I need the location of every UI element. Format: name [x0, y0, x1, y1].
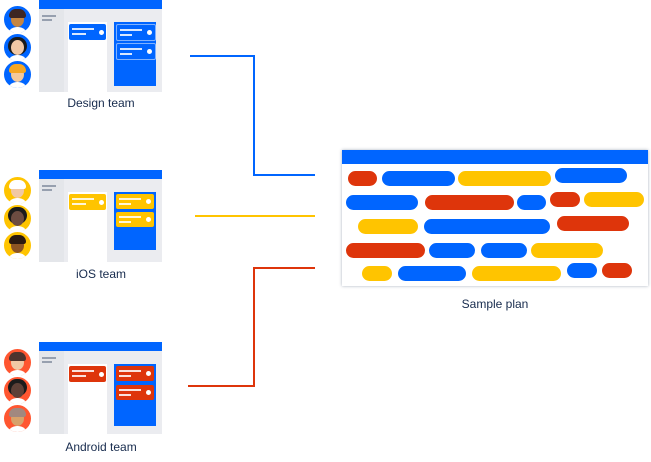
ios-board [39, 170, 162, 262]
board-sidebar [39, 9, 64, 92]
avatar [2, 375, 33, 406]
android-connector [188, 267, 315, 387]
plan-bar [398, 266, 466, 281]
team-design: Design team [0, 0, 170, 120]
board-sidebar [39, 179, 64, 262]
team-label-ios: iOS team [75, 267, 126, 281]
plan-header [342, 150, 648, 164]
plan-label: Sample plan [461, 297, 529, 311]
plan-bar [425, 195, 514, 210]
avatar [2, 59, 33, 90]
board-header [39, 342, 162, 351]
plan-bar [602, 263, 632, 278]
plan-bar [362, 266, 392, 281]
board-card [116, 194, 154, 209]
plan-bar [346, 243, 425, 258]
plan-bar [550, 192, 580, 207]
team-android: Android team [0, 342, 170, 462]
plan-bar [567, 263, 597, 278]
plan-bar [348, 171, 377, 186]
board-sidebar [39, 351, 64, 434]
board-card [116, 24, 156, 41]
board-card [116, 385, 154, 400]
board-header [39, 170, 162, 179]
plan-bar [472, 266, 561, 281]
board-column [68, 192, 107, 262]
team-label-android: Android team [65, 440, 137, 454]
board-column [68, 22, 107, 92]
avatar [2, 32, 33, 63]
board-card [116, 366, 154, 381]
plan-bar [346, 195, 418, 210]
sample-plan [342, 150, 648, 286]
board-column-highlight [114, 192, 156, 250]
board-header [39, 0, 162, 9]
team-label-design: Design team [67, 96, 135, 110]
plan-bar [555, 168, 627, 183]
board-card [69, 24, 106, 40]
design-board [39, 0, 162, 92]
android-board [39, 342, 162, 434]
plan-bar [531, 243, 603, 258]
plan-bar [429, 243, 475, 258]
board-card [116, 43, 156, 60]
board-column [68, 364, 107, 434]
board-card [69, 366, 106, 382]
plan-bar [458, 171, 551, 186]
plan-bar [424, 219, 550, 234]
board-column-highlight [114, 22, 156, 86]
plan-bar [481, 243, 527, 258]
board-column-highlight [114, 364, 156, 426]
avatar [2, 4, 33, 35]
avatar [2, 175, 33, 206]
board-card [69, 194, 106, 210]
plan-bar [584, 192, 644, 207]
plan-bar [358, 219, 418, 234]
design-connector [190, 55, 315, 176]
avatar [2, 203, 33, 234]
board-card [116, 212, 154, 227]
plan-bar [382, 171, 455, 186]
plan-bar [517, 195, 546, 210]
avatar [2, 230, 33, 261]
avatar [2, 347, 33, 378]
team-ios: iOS team [0, 170, 170, 290]
avatar [2, 403, 33, 434]
plan-bar [557, 216, 629, 231]
